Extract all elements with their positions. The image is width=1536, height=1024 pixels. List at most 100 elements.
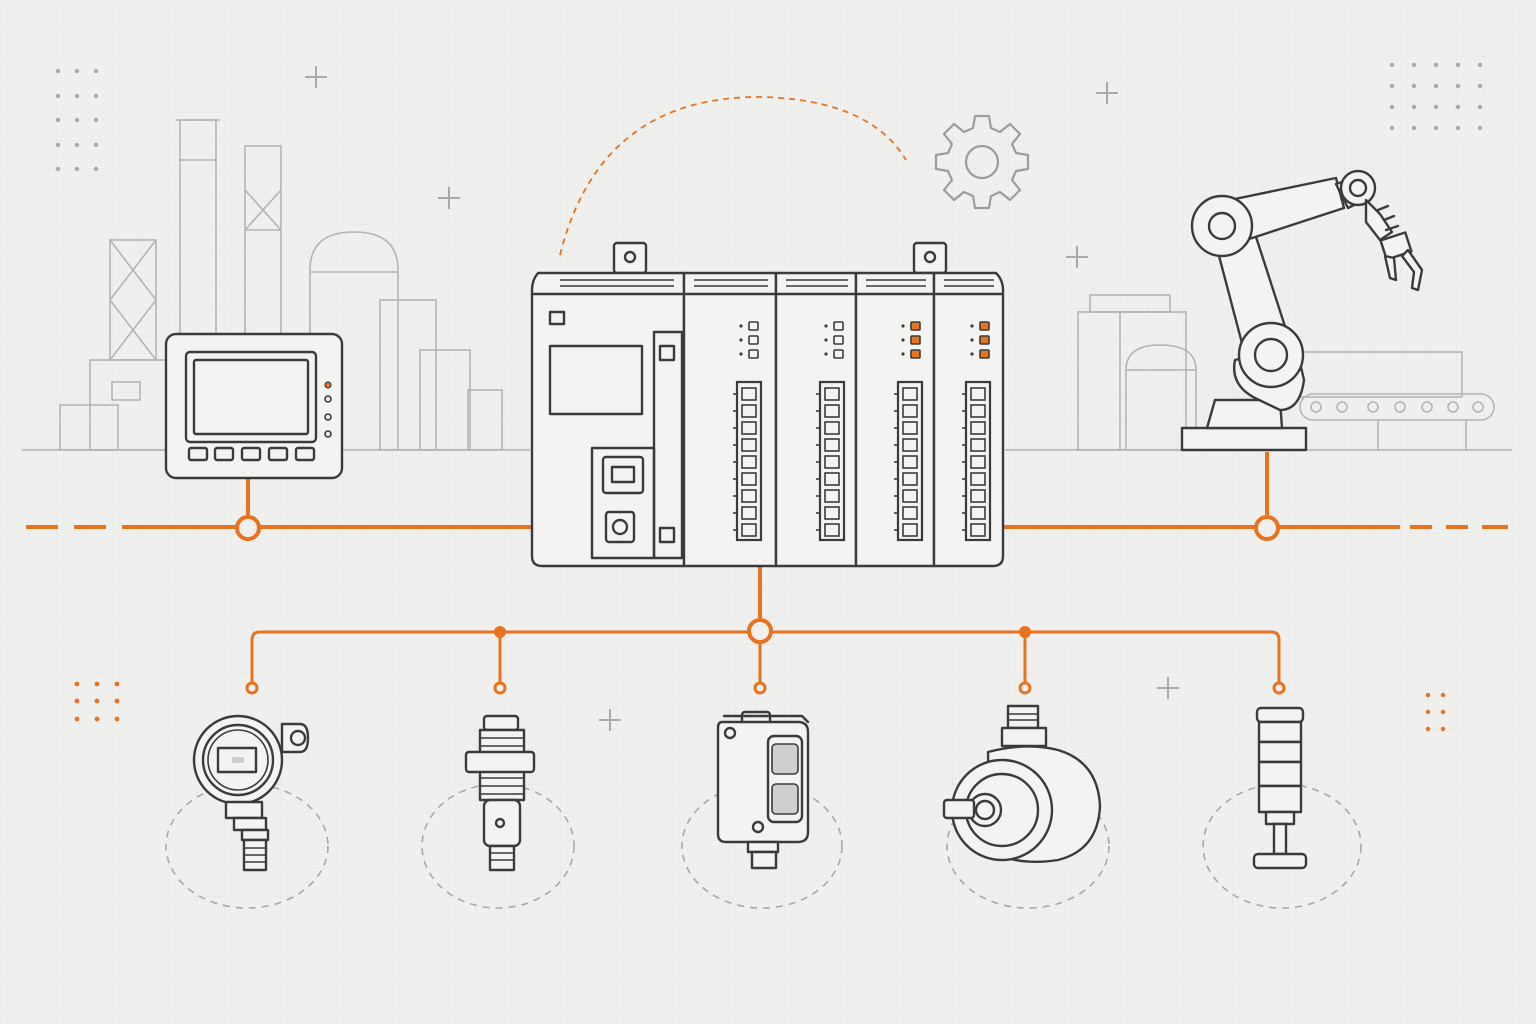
terminal-screw [824,438,840,452]
terminal-screw [741,455,757,469]
terminal-screw [824,489,840,503]
status-led [833,335,844,345]
led-marker [970,324,974,328]
terminal-screw [824,421,840,435]
terminal-screw [902,421,918,435]
stack-segment-2 [1257,740,1303,764]
terminal-screw [741,421,757,435]
led-marker [739,352,743,356]
terminal-screw [902,404,918,418]
terminal-screw [741,489,757,503]
led-marker [739,324,743,328]
photoelectric-sensor-icon[interactable] [716,710,810,870]
terminal-screw [902,455,918,469]
device-zone-encoder [946,783,1110,909]
terminal-screw [970,421,986,435]
pressure-transmitter-icon[interactable] [192,714,310,872]
terminal-screw [824,387,840,401]
status-led [833,321,844,331]
terminal-screw [824,506,840,520]
drop-node-stack-light[interactable] [1272,681,1286,695]
terminal-screw [741,387,757,401]
hmi-panel-icon[interactable] [164,332,344,480]
led-marker [901,352,905,356]
terminal-screw [902,472,918,486]
status-led [910,335,921,345]
io-terminal-blocks [733,380,992,542]
factory-skyline-left [22,119,530,451]
decor-dots-bottom-right [1425,692,1446,732]
led-marker [901,324,905,328]
status-led [979,335,990,345]
io-bus-line [245,567,1286,695]
terminal-screw [824,472,840,486]
terminal-screw [970,506,986,520]
decor-dots-bottom-left [74,681,120,722]
decor-dots-top-right [1389,62,1483,131]
drop-node-proximity[interactable] [493,681,507,695]
cpu-module[interactable] [530,271,686,568]
stack-segment-3 [1257,760,1303,788]
status-led [979,349,990,359]
terminal-screw [824,455,840,469]
rotary-encoder-icon[interactable] [942,704,1102,863]
terminal-screw [970,489,986,503]
terminal-screw [824,404,840,418]
led-marker [970,338,974,342]
terminal-screw [741,523,757,537]
stack-segment-1 [1257,720,1303,744]
drop-node-photoelectric[interactable] [753,681,767,695]
plc-rack-icon[interactable] [530,241,1005,568]
led-marker [824,324,828,328]
gear-icon [934,114,1030,210]
terminal-screw [970,523,986,537]
led-marker [824,338,828,342]
device-zone-photoelectric [681,783,843,909]
led-marker [739,338,743,342]
led-marker [901,338,905,342]
terminal-screw [970,472,986,486]
stack-segment-4 [1257,784,1303,814]
terminal-screw [902,489,918,503]
stack-light-icon[interactable] [1252,706,1308,870]
terminal-block [964,380,992,542]
terminal-screw [741,472,757,486]
terminal-screw [741,404,757,418]
io-bus-hub-node[interactable] [747,618,773,644]
terminal-screw [970,387,986,401]
led-marker [970,352,974,356]
status-led [979,321,990,331]
status-led [748,349,759,359]
proximity-sensor-icon[interactable] [464,714,536,872]
terminal-screw [902,506,918,520]
terminal-screw [741,438,757,452]
drop-node-pressure[interactable] [245,681,259,695]
hmi-network-node[interactable] [235,515,261,541]
terminal-screw [902,387,918,401]
terminal-screw [902,438,918,452]
status-led [748,321,759,331]
fieldbus-main-line [26,452,1508,541]
led-marker [824,352,828,356]
device-zone-stack-light [1202,783,1362,909]
io-status-leds [739,321,990,359]
device-zone-pressure [165,783,329,909]
terminal-screw [902,523,918,537]
drop-node-encoder[interactable] [1018,681,1032,695]
io-module-1[interactable] [682,271,778,568]
decor-dots-top-left [55,68,99,172]
terminal-screw [741,506,757,520]
terminal-screw [824,523,840,537]
terminal-block [818,380,846,542]
robot-network-node[interactable] [1254,515,1280,541]
terminal-screw [970,438,986,452]
status-led [910,349,921,359]
status-led [833,349,844,359]
robot-arm-icon[interactable] [1180,169,1424,452]
terminal-block [735,380,763,542]
decor-crosses [305,66,1179,731]
terminal-screw [970,404,986,418]
terminal-screw [970,455,986,469]
status-led [910,321,921,331]
